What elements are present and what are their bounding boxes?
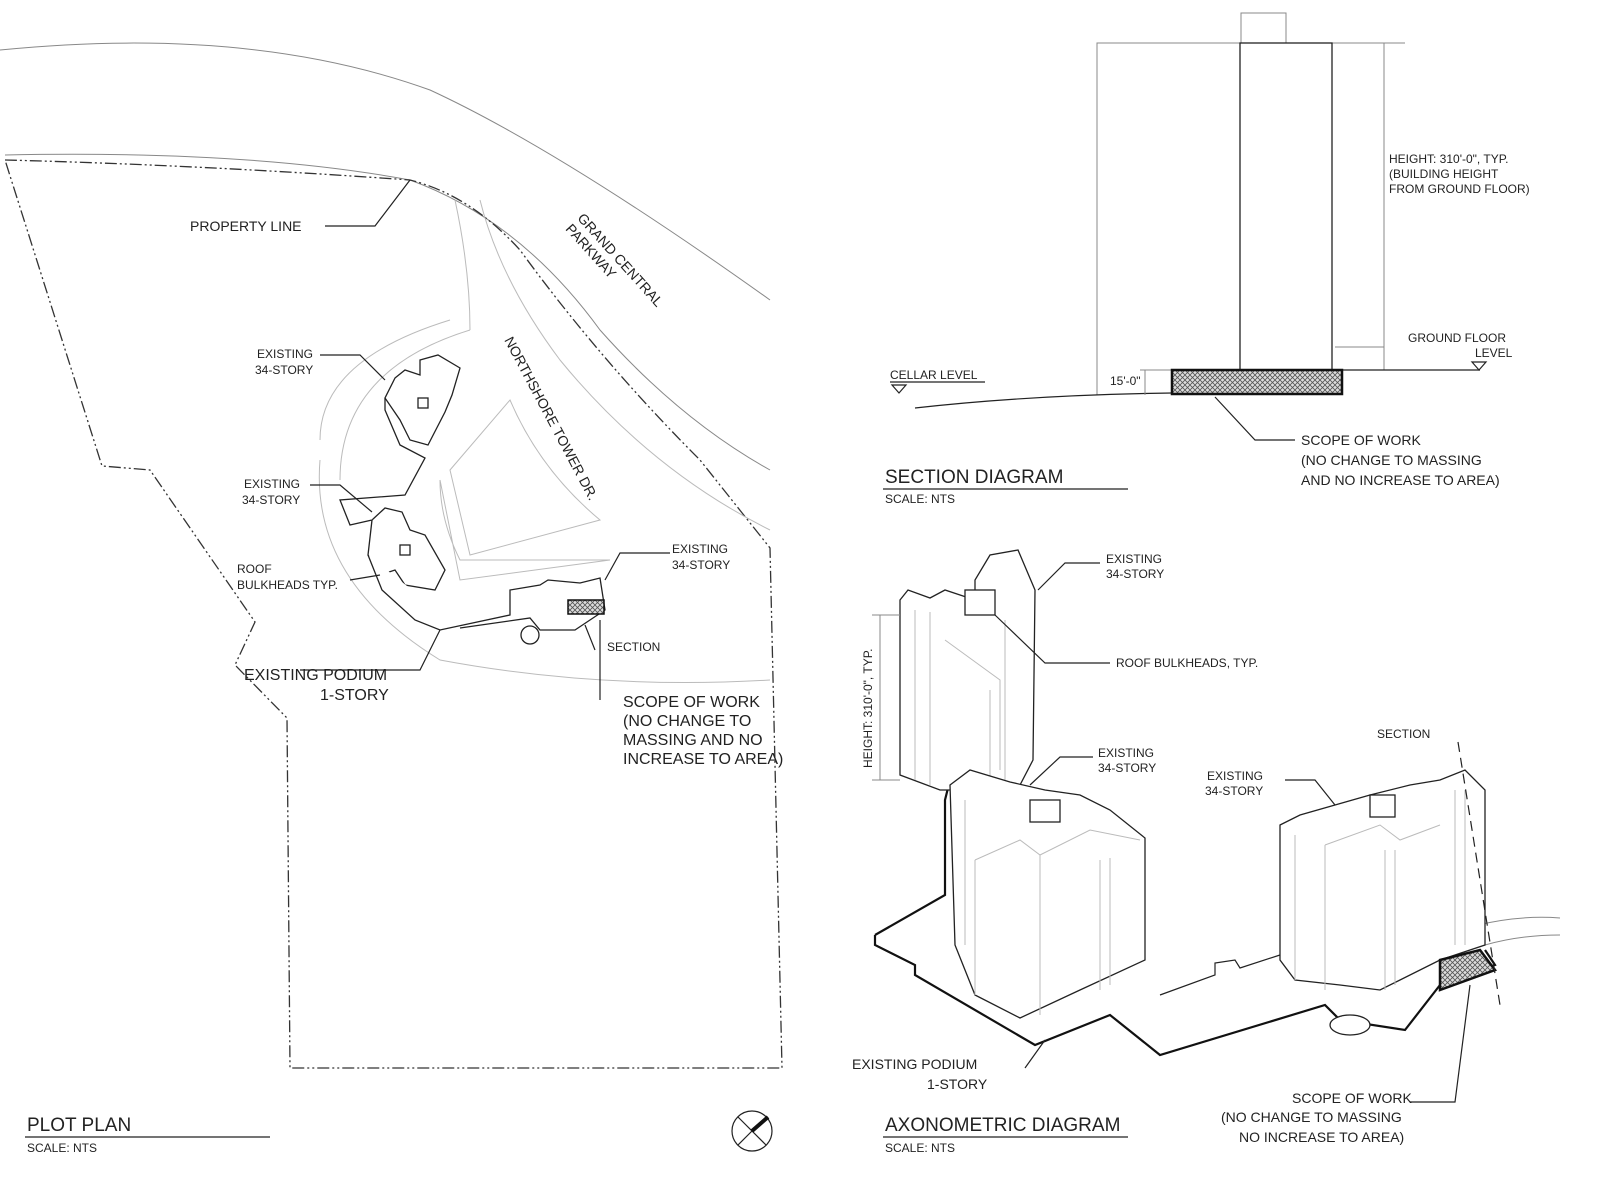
scope-label: SCOPE OF WORK — [1301, 432, 1421, 448]
existing-label: EXISTING — [672, 542, 728, 556]
ground-floor-label: LEVEL — [1475, 346, 1513, 360]
north-arrow-icon — [731, 1110, 773, 1152]
tower-1-facade — [914, 610, 1006, 785]
scope-label: INCREASE TO AREA) — [623, 751, 783, 768]
context-outline — [1096, 42, 1405, 395]
podium-plan — [339, 398, 606, 631]
parkway-edge-lower — [4, 153, 771, 471]
axonometric-scale: SCALE: NTS — [885, 1141, 955, 1155]
existing-label: EXISTING — [1106, 552, 1162, 566]
tower-3-facade — [1294, 790, 1466, 990]
existing-label: 34-STORY — [672, 558, 730, 572]
section-scale: SCALE: NTS — [885, 492, 955, 506]
roof-label: ROOF — [237, 562, 272, 576]
plot-plan-title: PLOT PLAN — [27, 1115, 131, 1136]
height-label: (BUILDING HEIGHT — [1389, 167, 1499, 181]
podium-label: EXISTING PODIUM — [244, 667, 387, 684]
level-markers — [890, 361, 1488, 394]
existing-label: 34-STORY — [1205, 784, 1263, 798]
driveway — [318, 199, 771, 683]
drive-label: NORTHSHORE TOWER DR. — [501, 334, 601, 503]
bulkhead-outline — [1240, 12, 1287, 44]
property-line — [4, 159, 783, 1069]
parkway-edge-upper — [0, 42, 771, 301]
scope-label: (NO CHANGE TO — [623, 713, 751, 730]
leader-lines — [300, 179, 670, 700]
round-pavilion — [1329, 1014, 1371, 1036]
scope-label: SCOPE OF WORK — [1292, 1090, 1412, 1106]
plot-plan-scale: SCALE: NTS — [27, 1141, 97, 1155]
axonometric-title: AXONOMETRIC DIAGRAM — [885, 1115, 1120, 1136]
scope-label: SCOPE OF WORK — [623, 694, 760, 711]
scope-leader — [1214, 396, 1295, 441]
depth-dimension: 15'-0" — [1110, 374, 1141, 388]
podium-label: EXISTING PODIUM — [852, 1056, 977, 1072]
roof-bulkhead — [1029, 799, 1061, 823]
existing-label: EXISTING — [1207, 769, 1263, 783]
height-dimension — [872, 614, 900, 781]
scope-label: (NO CHANGE TO MASSING — [1221, 1109, 1402, 1125]
existing-label: EXISTING — [257, 347, 313, 361]
section-diagram-title: SECTION DIAGRAM — [885, 467, 1063, 488]
roof-bulkhead — [417, 397, 429, 409]
existing-label: 34-STORY — [1106, 567, 1164, 581]
roof-bulkhead — [399, 544, 411, 556]
roof-label: ROOF BULKHEADS, TYP. — [1116, 656, 1258, 670]
ground-floor-label: GROUND FLOOR — [1408, 331, 1506, 345]
height-label: FROM GROUND FLOOR) — [1389, 182, 1530, 196]
section-diagram: HEIGHT: 310'-0", TYP. (BUILDING HEIGHT F… — [883, 12, 1530, 506]
roof-bulkhead — [964, 589, 996, 616]
scope-label: NO INCREASE TO AREA) — [1239, 1129, 1404, 1145]
scope-label: (NO CHANGE TO MASSING — [1301, 452, 1482, 468]
existing-label: 34-STORY — [1098, 761, 1156, 775]
property-line-label: PROPERTY LINE — [190, 218, 302, 234]
scope-of-work-section — [1170, 368, 1344, 396]
roof-label: BULKHEADS TYP. — [237, 578, 338, 592]
existing-label: EXISTING — [244, 477, 300, 491]
podium-inner-edge — [1159, 954, 1281, 996]
tower-1-axo — [899, 549, 1036, 791]
tower-section — [1239, 42, 1333, 371]
roof-bulkhead — [1369, 794, 1396, 818]
dimension-line — [1140, 369, 1172, 395]
plot-plan: PROPERTY LINE GRAND CENTRAL PARKWAY NORT… — [0, 42, 783, 1155]
tower-3-axo — [1279, 769, 1486, 991]
round-pavilion — [520, 625, 540, 645]
scope-of-work-plan — [567, 599, 605, 615]
tower-2-facade — [964, 800, 1141, 1015]
section-label: SECTION — [1377, 727, 1430, 741]
leader-lines — [994, 562, 1471, 1103]
scope-label: AND NO INCREASE TO AREA) — [1301, 472, 1500, 488]
existing-label: 34-STORY — [255, 363, 313, 377]
section-cut-line — [1457, 741, 1501, 1006]
scope-label: MASSING AND NO — [623, 732, 763, 749]
height-label: HEIGHT: 310'-0", TYP. — [861, 649, 875, 769]
podium-label: 1-STORY — [927, 1076, 988, 1092]
podium-label: 1-STORY — [320, 687, 389, 704]
cellar-label: CELLAR LEVEL — [890, 368, 978, 382]
height-label: HEIGHT: 310'-0", TYP. — [1389, 152, 1509, 166]
axonometric-diagram: HEIGHT: 310'-0", TYP. EXISTING 34-STORY … — [852, 549, 1561, 1155]
existing-label: 34-STORY — [242, 493, 300, 507]
existing-label: EXISTING — [1098, 746, 1154, 760]
section-label: SECTION — [607, 640, 660, 654]
